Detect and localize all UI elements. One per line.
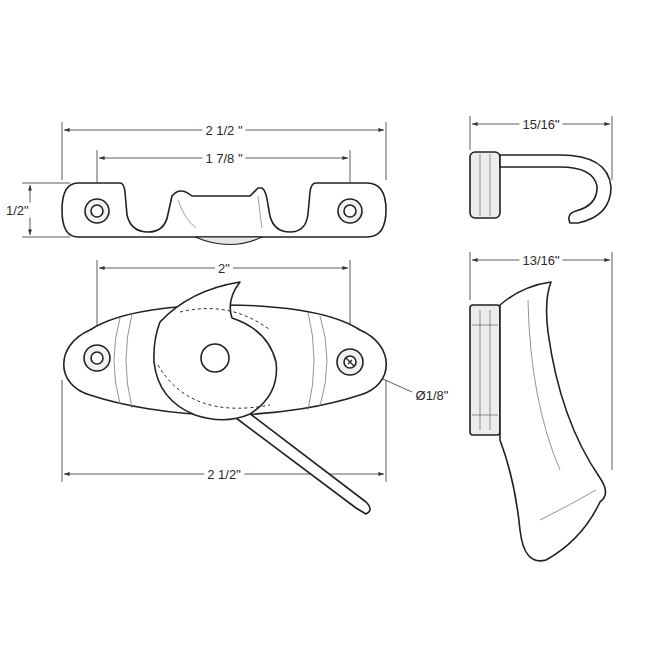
dimension-label: 2 1/2" xyxy=(204,467,244,482)
dimension-label: 15/16" xyxy=(519,117,562,132)
lock-side-view xyxy=(470,282,606,561)
dimension-label: 1 7/8 " xyxy=(202,151,245,166)
keeper-plate xyxy=(62,183,386,245)
dimension-label: 1/2" xyxy=(3,203,32,218)
dimension-label: 2 1/2 " xyxy=(202,123,245,138)
cam-handle xyxy=(154,282,370,514)
dimension-label: 2" xyxy=(215,261,233,276)
dimension-label: Ø1/8" xyxy=(413,388,452,403)
keeper-side-view xyxy=(470,152,611,223)
dimension-label: 13/16" xyxy=(519,253,562,268)
